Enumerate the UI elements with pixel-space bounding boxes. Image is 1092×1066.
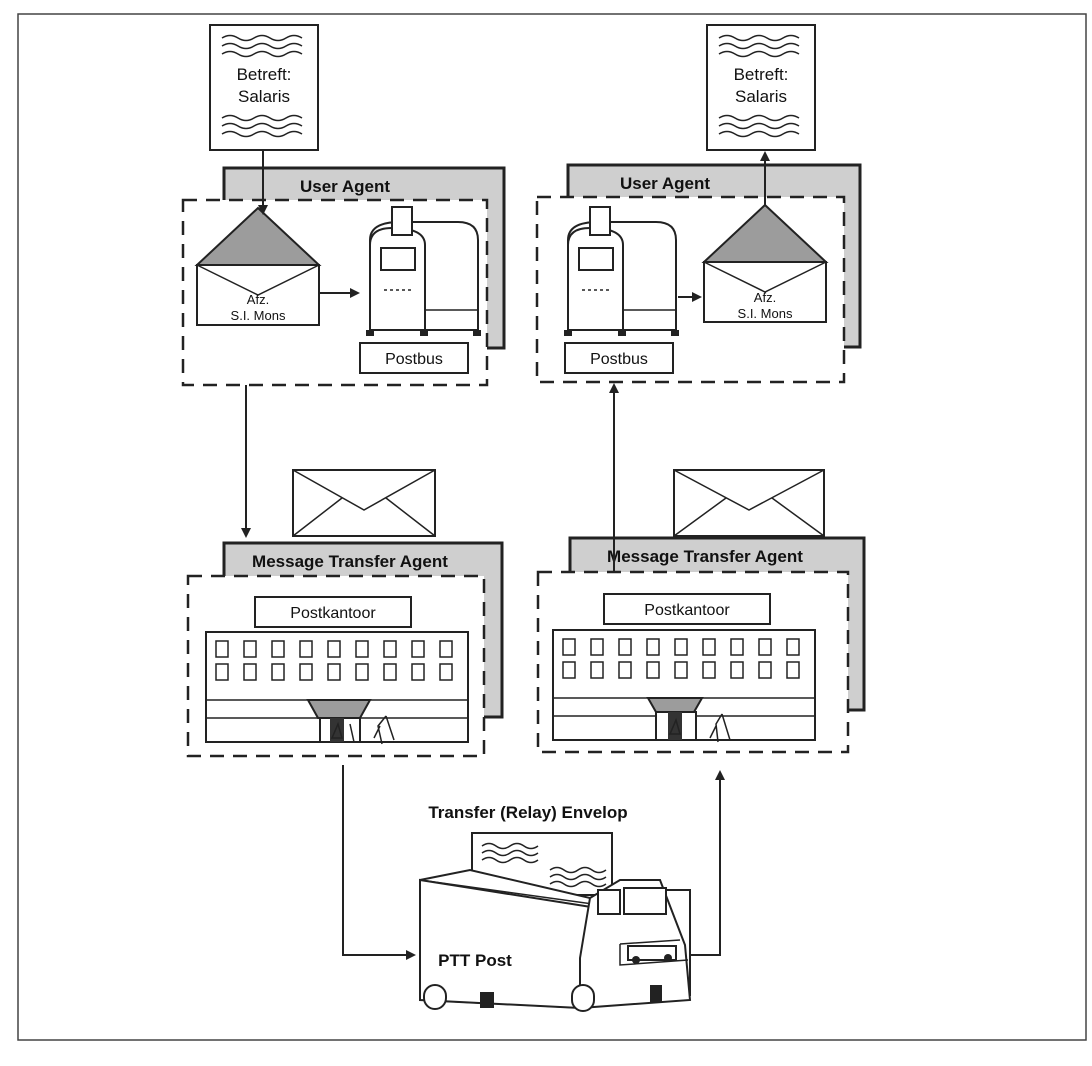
receiver-mailbox-label: Postbus — [590, 351, 648, 368]
arrow-truck-to-receiver-mta — [690, 772, 720, 955]
truck-icon: PTT Post — [420, 870, 690, 1011]
sender-document-icon: Betreft: Salaris — [210, 25, 318, 150]
sender-user-agent: User Agent Afz. S.I. Mons Postbus — [183, 168, 504, 385]
sender-document-line-1: Betreft: — [237, 65, 292, 84]
receiver-document-icon: Betreft: Salaris — [707, 25, 815, 150]
sender-document-line-2: Salaris — [238, 87, 290, 106]
receiver-document-line-1: Betreft: — [734, 65, 789, 84]
receiver-transfer-envelope-icon — [674, 470, 824, 536]
receiver-post-office-building-icon — [553, 630, 815, 742]
receiver-user-agent: User Agent Afz. S.I. Mons Postbus — [537, 165, 860, 382]
sender-post-office-building-icon — [206, 632, 468, 744]
sender-envelope-line-1: Afz. — [247, 292, 269, 307]
sender-user-agent-title: User Agent — [300, 177, 390, 196]
receiver-post-office-label: Postkantoor — [644, 602, 730, 619]
receiver-envelope-line-1: Afz. — [754, 290, 776, 305]
sender-mailbox-label: Postbus — [385, 351, 443, 368]
sender-message-transfer-agent: Message Transfer Agent Postkantoor — [188, 543, 502, 756]
receiver-document-line-2: Salaris — [735, 87, 787, 106]
receiver-mailbox-icon — [564, 207, 679, 336]
arrow-sender-mta-to-truck — [343, 765, 414, 955]
receiver-mta-title: Message Transfer Agent — [607, 547, 803, 566]
receiver-user-agent-title: User Agent — [620, 174, 710, 193]
sender-post-office-label: Postkantoor — [290, 605, 376, 622]
sender-mailbox-icon — [366, 207, 481, 336]
receiver-envelope-line-2: S.I. Mons — [738, 306, 793, 321]
sender-mta-title: Message Transfer Agent — [252, 552, 448, 571]
truck-label: PTT Post — [438, 951, 512, 970]
receiver-message-transfer-agent: Message Transfer Agent Postkantoor — [538, 538, 864, 752]
sender-envelope-line-2: S.I. Mons — [231, 308, 286, 323]
relay-title: Transfer (Relay) Envelop — [428, 803, 627, 822]
sender-transfer-envelope-icon — [293, 470, 435, 536]
